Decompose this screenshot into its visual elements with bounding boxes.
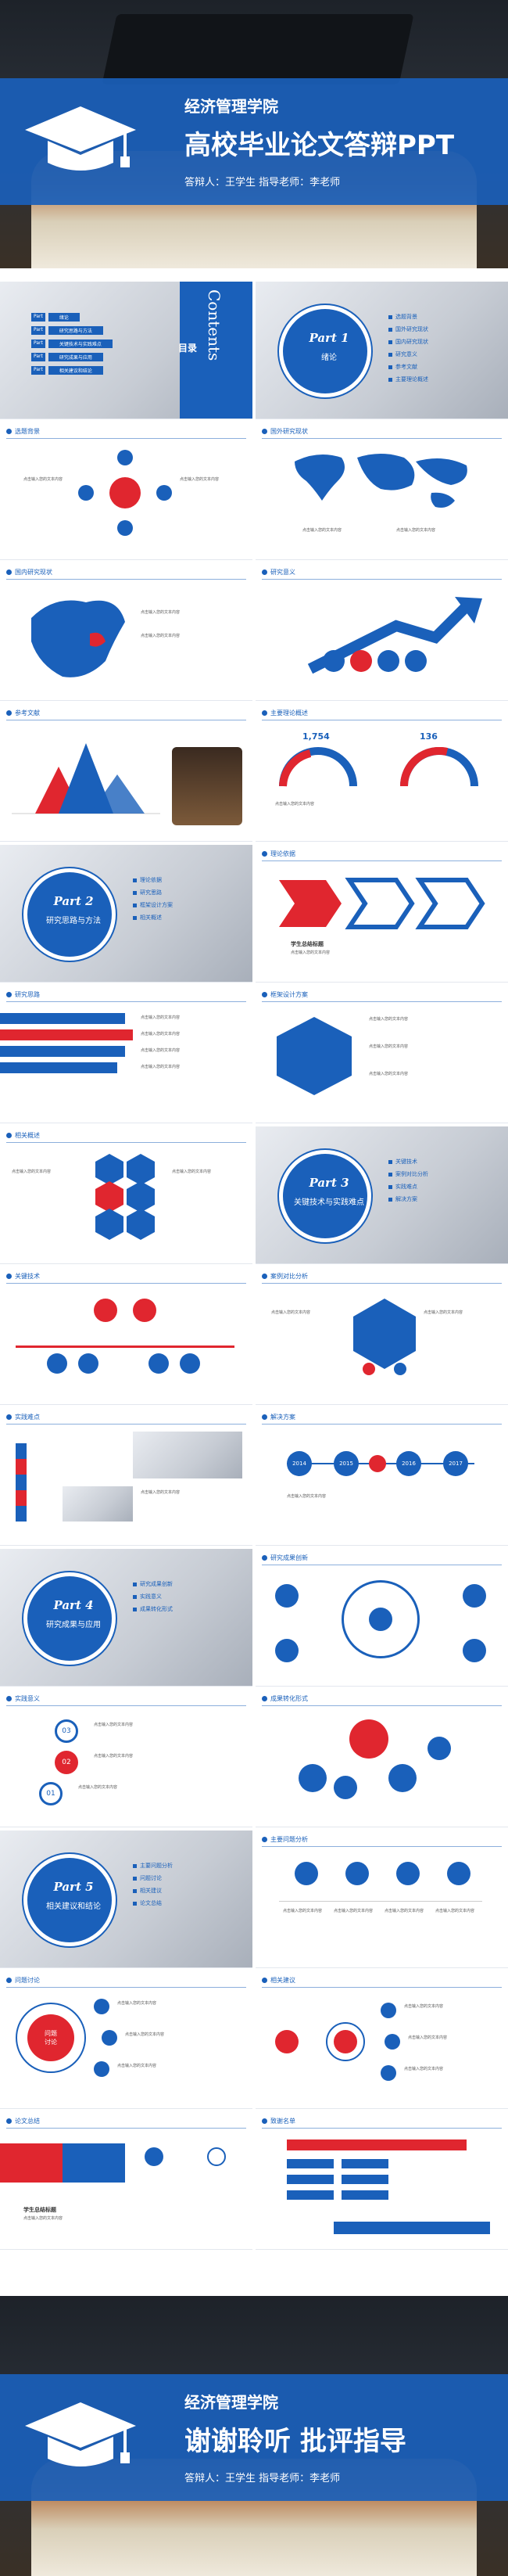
part1-slide: Part 1 绪论 选题背景 国外研究现状 国内研究现状 研究意义 参考文献 主… (256, 282, 508, 419)
slide-s20: 相关建议 点击输入您的文本内容 点击输入您的文本内容 点击输入您的文本内容 (256, 1971, 508, 2109)
slide-s10: 相关概述 点击输入您的文本内容 点击输入您的文本内容 (0, 1126, 252, 1264)
china-map-icon (31, 600, 125, 677)
slide-s17: 成果转化形式 (256, 1690, 508, 1827)
slide-title: 框架设计方案 (270, 991, 308, 998)
hex-center-icon (353, 1299, 416, 1375)
part4-list: 研究成果创新 实践意义 成果转化形式 (133, 1580, 173, 1618)
slide-title: 参考文献 (15, 710, 40, 717)
slide-title: 国内研究现状 (15, 569, 52, 576)
cover-title: 高校毕业论文答辩PPT (184, 130, 455, 161)
books-illustration (172, 747, 242, 825)
slide-s16: 实践意义 03 02 01 点击输入您的文本内容 点击输入您的文本内容 点击输入… (0, 1690, 252, 1827)
slide-s21: 论文总结 学生总结标题 点击输入您的文本内容 (0, 2112, 252, 2250)
slide-title: 案例对比分析 (270, 1273, 308, 1280)
cover-school: 经济管理学院 (184, 97, 278, 116)
slide-title: 主要理论概述 (270, 710, 308, 717)
chevron-steps-icon (279, 878, 485, 929)
slide-title: 关键技术 (15, 1273, 40, 1280)
slide-title: 国外研究现状 (270, 428, 308, 435)
part5-slide: Part 5 相关建议和结论 主要问题分析 问题讨论 相关建议 论文总结 (0, 1831, 252, 1968)
slide-s13: 实践难点 点击输入您的文本内容 (0, 1408, 252, 1546)
slide-s9: 框架设计方案 点击输入您的文本内容 点击输入您的文本内容 点击输入您的文本内容 (256, 986, 508, 1123)
slide-title: 论文总结 (15, 2118, 40, 2125)
slide-s11: 关键技术 (0, 1267, 252, 1405)
graduation-cap-icon (25, 106, 136, 171)
gauge-left-icon (279, 747, 357, 787)
part2-list: 理论依据 研究思路 框架设计方案 相关概述 (133, 876, 173, 926)
slide-title: 选题背景 (15, 428, 40, 435)
gauge-right-icon (400, 747, 478, 787)
hex-cluster-icon (95, 1154, 155, 1240)
arrow-chart-icon (307, 597, 482, 674)
slide-title: 相关概述 (15, 1132, 40, 1139)
cover-meta: 答辩人：王学生 指导老师：李老师 (184, 177, 341, 189)
slide-s4: 研究意义 (256, 563, 508, 701)
stat-left: 1,754 (302, 731, 330, 742)
graduation-cap-icon (25, 2402, 136, 2466)
slide-title: 致谢名单 (270, 2118, 295, 2125)
slide-s2: 国外研究现状 点击输入您的文本内容 点击输入您的文本内容 (256, 422, 508, 560)
slide-s14: 解决方案 2014 2015 2016 2017 点击输入您的文本内容 (256, 1408, 508, 1546)
slide-title: 研究思路 (15, 991, 40, 998)
slide-s5: 参考文献 (0, 704, 252, 842)
stat-right: 136 (420, 731, 438, 742)
slide-title: 解决方案 (270, 1414, 295, 1421)
peak-chart-icon (12, 743, 160, 814)
slide-title: 相关建议 (270, 1977, 295, 1984)
slide-s7: 理论依据 学生总结标题 点击输入您的文本内容 (256, 845, 508, 983)
slide-title: 主要问题分析 (270, 1836, 308, 1843)
toc-label-cn: 目录 (178, 343, 198, 354)
summary-title-2: 学生总结标题 (23, 2207, 56, 2213)
slide-title: 理论依据 (270, 850, 295, 857)
slide-s22: 致谢名单 (256, 2112, 508, 2250)
part3-list: 关键技术 案例对比分析 实践难点 解决方案 (388, 1158, 428, 1208)
center-circle (109, 477, 141, 508)
world-map-icon (295, 454, 467, 508)
ending-meta: 答辩人：王学生 指导老师：李老师 (184, 2473, 341, 2484)
slide-title: 问题讨论 (15, 1977, 40, 1984)
part3-circle: Part 3 关键技术与实践难点 (279, 1150, 371, 1242)
part2-circle: Part 2 研究思路与方法 (23, 868, 116, 961)
cover-photo-cap (102, 14, 414, 84)
pencil-illustration (16, 1443, 27, 1522)
slide-s6: 主要理论概述 1,754 136 点击输入您的文本内容 (256, 704, 508, 842)
part4-slide: Part 4 研究成果与应用 研究成果创新 实践意义 成果转化形式 (0, 1549, 252, 1687)
ending-school: 经济管理学院 (184, 2393, 278, 2412)
ending-title: 谢谢聆听 批评指导 (184, 2426, 406, 2457)
slide-title: 成果转化形式 (270, 1695, 308, 1702)
slide-title: 研究意义 (270, 569, 295, 576)
slide-title: 实践难点 (15, 1414, 40, 1421)
slide-s3: 国内研究现状 点击输入您的文本内容 点击输入您的文本内容 (0, 563, 252, 701)
part4-circle: Part 4 研究成果与应用 (23, 1572, 116, 1665)
slide-s12: 案例对比分析 点击输入您的文本内容 点击输入您的文本内容 (256, 1267, 508, 1405)
slide-s19: 问题讨论 问题 讨论 点击输入您的文本内容 点击输入您的文本内容 点击输入您的文… (0, 1971, 252, 2109)
slide-s18: 主要问题分析 点击输入您的文本内容 点击输入您的文本内容 点击输入您的文本内容 … (256, 1831, 508, 1968)
slide-s15: 研究成果创新 (256, 1549, 508, 1687)
part2-slide: Part 2 研究思路与方法 理论依据 研究思路 框架设计方案 相关概述 (0, 845, 252, 983)
part3-slide: Part 3 关键技术与实践难点 关键技术 案例对比分析 实践难点 解决方案 (256, 1126, 508, 1264)
slide-title: 实践意义 (15, 1695, 40, 1702)
cover-slide: 经济管理学院 高校毕业论文答辩PPT 答辩人：王学生 指导老师：李老师 (0, 0, 508, 268)
part5-circle: Part 5 相关建议和结论 (23, 1854, 116, 1946)
toc-label-en: Contents (205, 289, 224, 361)
part1-circle: Part 1 绪论 (279, 305, 371, 397)
summary-title: 学生总结标题 (291, 941, 324, 947)
slide-s1: 选题背景 点击输入您的文本内容 点击输入您的文本内容 (0, 422, 252, 560)
hexagon-icon (277, 1017, 352, 1095)
slide-title: 研究成果创新 (270, 1554, 308, 1561)
ending-slide: 经济管理学院 谢谢聆听 批评指导 答辩人：王学生 指导老师：李老师 (0, 2296, 508, 2576)
part5-list: 主要问题分析 问题讨论 相关建议 论文总结 (133, 1862, 173, 1912)
toc-side-panel (180, 282, 252, 419)
slide-s8: 研究思路 点击输入您的文本内容 点击输入您的文本内容 点击输入您的文本内容 点击… (0, 986, 252, 1123)
part1-list: 选题背景 国外研究现状 国内研究现状 研究意义 参考文献 主要理论概述 (388, 313, 428, 388)
